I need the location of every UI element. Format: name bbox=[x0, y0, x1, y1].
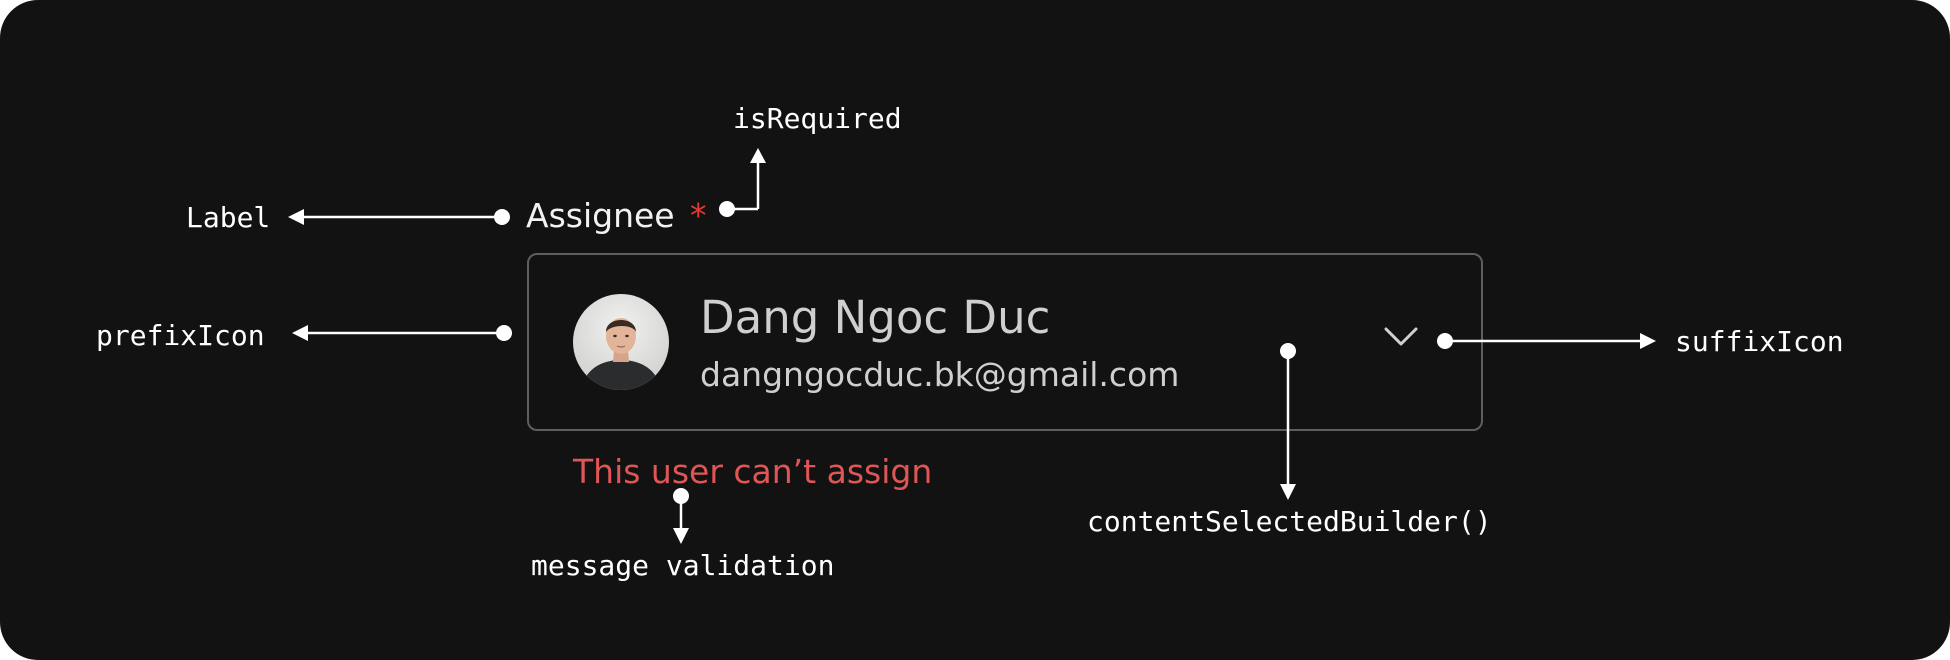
annotation-prefix-icon: prefixIcon bbox=[96, 319, 265, 352]
annotation-suffix-icon: suffixIcon bbox=[1675, 325, 1844, 358]
label-arrowhead bbox=[288, 209, 304, 225]
selected-user-email: dangngocduc.bk@gmail.com bbox=[700, 355, 1180, 394]
label-dot bbox=[494, 209, 510, 225]
is-required-arrowhead bbox=[750, 148, 766, 163]
prefix-icon-dot bbox=[496, 325, 512, 341]
prefix-icon-arrowhead bbox=[292, 325, 308, 341]
is-required-dot bbox=[719, 201, 735, 217]
selected-user-name: Dang Ngoc Duc bbox=[700, 291, 1051, 344]
avatar-prefix-icon bbox=[573, 294, 669, 390]
suffix-icon-arrowhead bbox=[1640, 333, 1656, 349]
annotation-message-validation: message validation bbox=[531, 549, 835, 582]
annotation-content-builder: contentSelectedBuilder() bbox=[1087, 505, 1492, 538]
chevron-down-icon[interactable] bbox=[1383, 325, 1419, 349]
required-indicator: * bbox=[690, 196, 707, 235]
annotation-is-required: isRequired bbox=[733, 102, 902, 135]
field-label: Assignee bbox=[526, 196, 675, 235]
content-builder-arrowhead bbox=[1280, 484, 1296, 500]
annotation-label: Label bbox=[186, 201, 271, 234]
validation-arrowhead bbox=[673, 528, 689, 544]
validation-message: This user can’t assign bbox=[573, 452, 933, 491]
